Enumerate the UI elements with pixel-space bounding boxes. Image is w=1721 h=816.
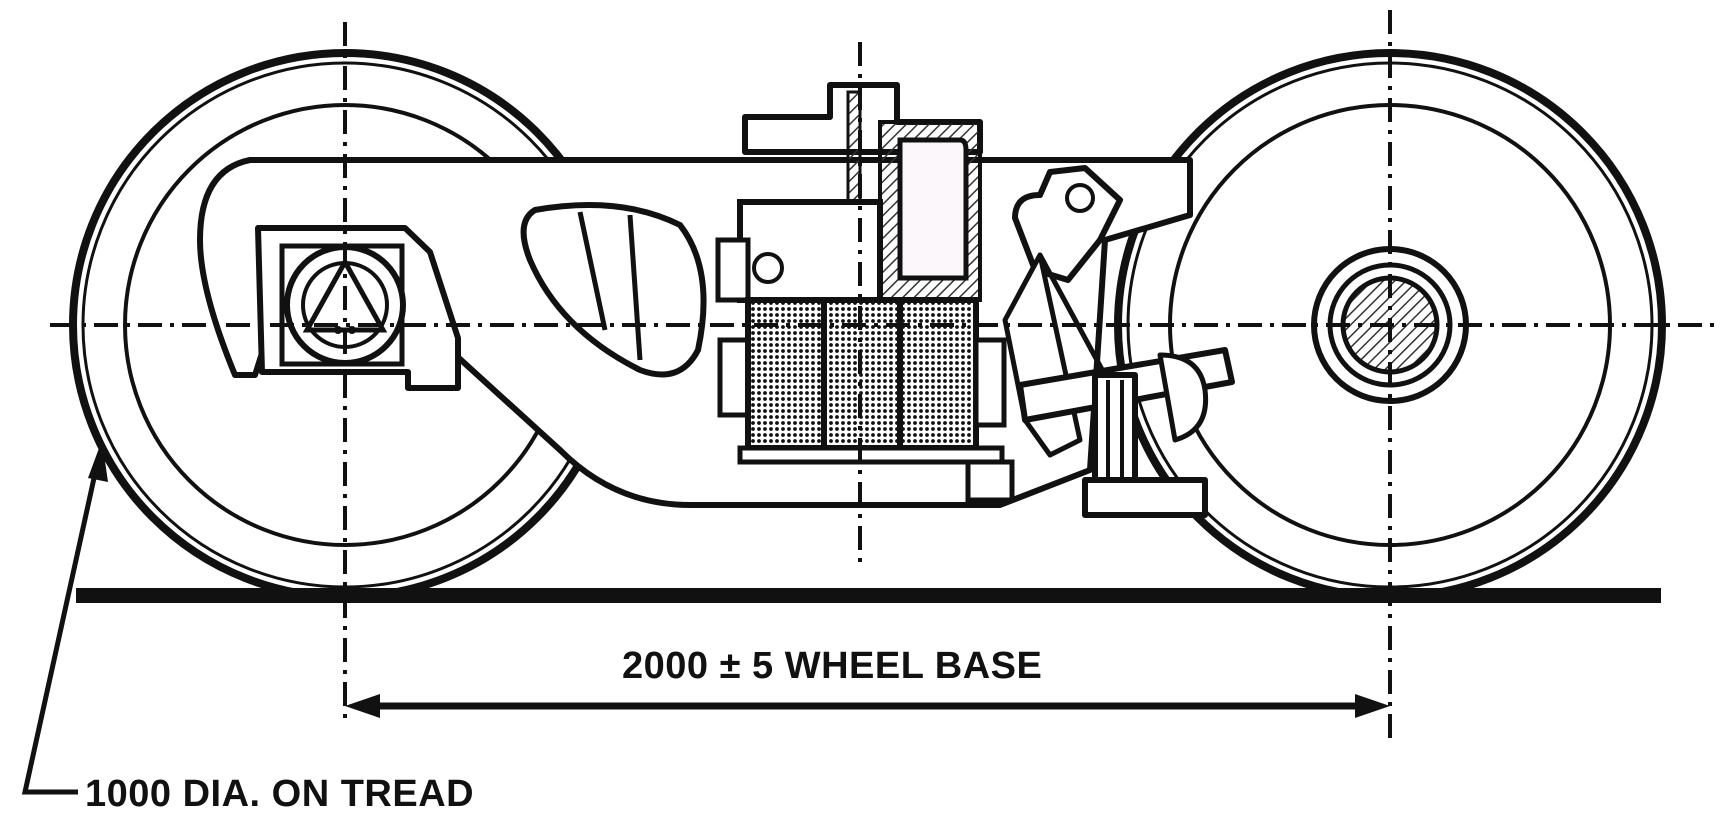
frame-window-ribs: [577, 211, 643, 361]
left-axle-box: [255, 225, 461, 391]
spring-nest: [715, 199, 1015, 503]
wheel-diameter-label: 1000 DIA. ON TREAD: [85, 773, 475, 815]
center-lines: [50, 10, 1718, 745]
wheel-base-dimension: [345, 694, 1390, 718]
diameter-leader: [21, 440, 108, 795]
rail: [76, 588, 1661, 603]
frame-window: [520, 202, 707, 378]
brake-rigging: [1002, 165, 1235, 518]
wheel-base-label: 2000 ± 5 WHEEL BASE: [622, 645, 1043, 687]
